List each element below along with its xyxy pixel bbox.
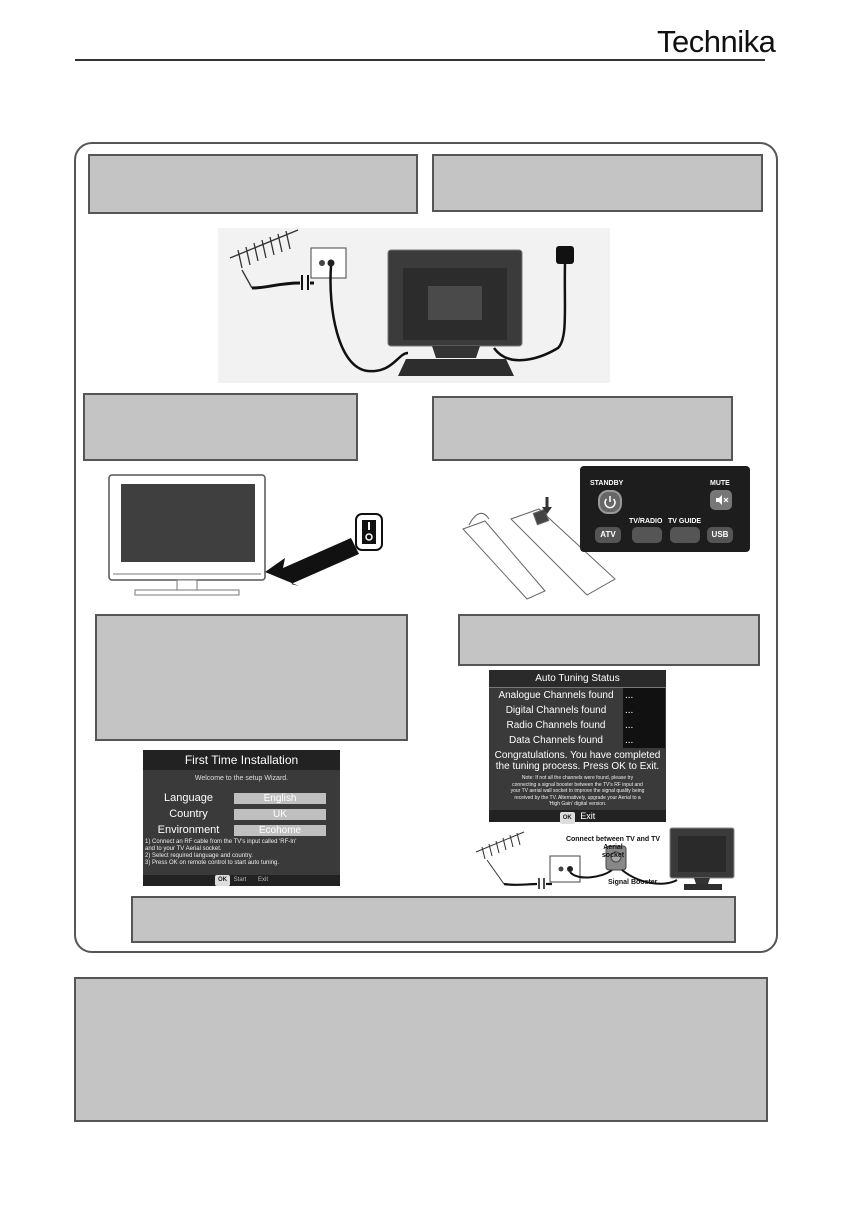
remote-back-icon <box>462 508 616 600</box>
congrats-line: Congratulations. You have completed <box>494 750 661 761</box>
note-line: Note: If not all the channels were found… <box>521 775 634 781</box>
osd-welcome: Welcome to the setup Wizard. <box>194 775 289 782</box>
start-hint: Start <box>233 877 247 883</box>
exit-hint: Exit <box>258 877 269 883</box>
step2-caption-box <box>432 154 763 212</box>
tv-front-diagram <box>108 474 383 596</box>
mute-button[interactable] <box>710 490 732 510</box>
data-value: ... <box>623 733 665 748</box>
note-line: your TV aerial wall socket to improve th… <box>510 788 645 794</box>
auto-tuning-screen: Auto Tuning Status Analogue Channels fou… <box>489 670 666 824</box>
tuning-footer: OK Exit <box>489 810 666 824</box>
ok-key-icon: OK <box>214 875 230 886</box>
note-line: connecting a signal booster between the … <box>512 781 643 788</box>
radio-label: Radio Channels found <box>506 720 606 731</box>
radio-row: Radio Channels found ... <box>489 718 666 733</box>
mute-label: MUTE <box>710 480 730 487</box>
congratulations-text: Congratulations. You have completed the … <box>489 750 666 772</box>
country-value[interactable]: UK <box>234 808 326 820</box>
data-row: Data Channels found ... <box>489 733 666 748</box>
digital-value: ... <box>623 703 665 718</box>
note-box <box>74 977 768 1122</box>
tvguide-label: TV GUIDE <box>668 518 702 525</box>
atv-button[interactable]: ATV <box>595 527 621 543</box>
osd-footer: OK Start Exit <box>143 875 340 886</box>
power-plug-icon <box>556 246 574 264</box>
language-value[interactable]: English <box>234 792 326 804</box>
connect-line: socket <box>601 852 625 859</box>
power-icon <box>604 496 616 509</box>
note-line: received by the TV. Alternatively, upgra… <box>514 794 641 801</box>
step1-caption-box <box>88 154 418 214</box>
tvradio-label: TV/RADIO <box>629 518 663 525</box>
tuning-title: Auto Tuning Status <box>489 670 666 688</box>
instruction-line: 3) Press OK on remote control to start a… <box>145 860 280 866</box>
tvradio-button[interactable] <box>632 527 662 543</box>
digital-row: Digital Channels found ... <box>489 703 666 718</box>
battery-insert-diagram <box>462 497 616 600</box>
environment-value[interactable]: Ecohome <box>234 824 326 836</box>
exit-hint: Exit <box>580 811 596 821</box>
aerial-cable <box>251 281 301 290</box>
standby-button[interactable] <box>598 490 622 514</box>
environment-label: Environment <box>157 824 220 836</box>
instruction-line: and to your TV Aerial socket. <box>145 846 222 852</box>
environment-row[interactable]: Environment Ecohome <box>143 822 340 838</box>
signal-booster-label: Signal Booster <box>608 879 658 886</box>
step4-caption-box <box>432 396 733 461</box>
arrow-icon <box>265 538 359 586</box>
brand-logo: Technika <box>657 24 776 59</box>
step5-caption-box <box>95 614 408 741</box>
data-label: Data Channels found <box>509 735 603 746</box>
first-time-installation-screen: First Time Installation Welcome to the s… <box>143 750 340 886</box>
osd-title: First Time Installation <box>143 750 340 770</box>
cable-plug-icon <box>301 275 309 290</box>
tuning-note: Note: If not all the channels were found… <box>489 775 666 808</box>
radio-value: ... <box>623 718 665 733</box>
tv-rear-icon <box>387 249 523 376</box>
analogue-label: Analogue Channels found <box>498 690 614 701</box>
analogue-row: Analogue Channels found ... <box>489 688 666 703</box>
booster-connect-label: Connect between TV and TV Aerial socket <box>558 836 668 860</box>
aerial-icon <box>229 229 299 289</box>
instruction-line: 1) Connect an RF cable from the TV's inp… <box>145 839 297 845</box>
rf-cable <box>329 265 409 373</box>
analogue-value: ... <box>623 688 665 703</box>
step6-caption-box <box>458 614 760 666</box>
remote-control: STANDBY MUTE TV/RADIO TV GUIDE ATV USB <box>580 466 750 552</box>
signal-booster-diagram <box>475 827 735 890</box>
language-label: Language <box>164 792 213 804</box>
osd-instructions: 1) Connect an RF cable from the TV's inp… <box>143 839 340 867</box>
tvguide-button[interactable] <box>670 527 700 543</box>
header-rule <box>75 59 765 61</box>
standby-label: STANDBY <box>590 480 624 487</box>
connect-line: Connect between TV and TV Aerial <box>565 836 661 851</box>
power-cable <box>492 262 567 362</box>
booster-caption-box <box>131 896 736 943</box>
instruction-line: 2) Select required language and country. <box>145 853 253 859</box>
note-line: 'High Gain' digital version. <box>548 801 607 807</box>
aerial-icon <box>475 831 525 885</box>
wall-socket-icon <box>549 855 581 883</box>
country-label: Country <box>169 808 208 820</box>
country-row[interactable]: Country UK <box>143 806 340 822</box>
tv-rear-icon <box>669 827 735 890</box>
signal-booster-icon <box>605 845 627 871</box>
congrats-line: the tuning process. Press OK to Exit. <box>495 761 660 772</box>
ok-key-icon: OK <box>559 812 575 824</box>
digital-label: Digital Channels found <box>505 705 607 716</box>
usb-button[interactable]: USB <box>707 527 733 543</box>
step3-caption-box <box>83 393 358 461</box>
language-row[interactable]: Language English <box>143 790 340 806</box>
mute-icon <box>716 495 729 505</box>
connection-diagram <box>218 228 610 383</box>
